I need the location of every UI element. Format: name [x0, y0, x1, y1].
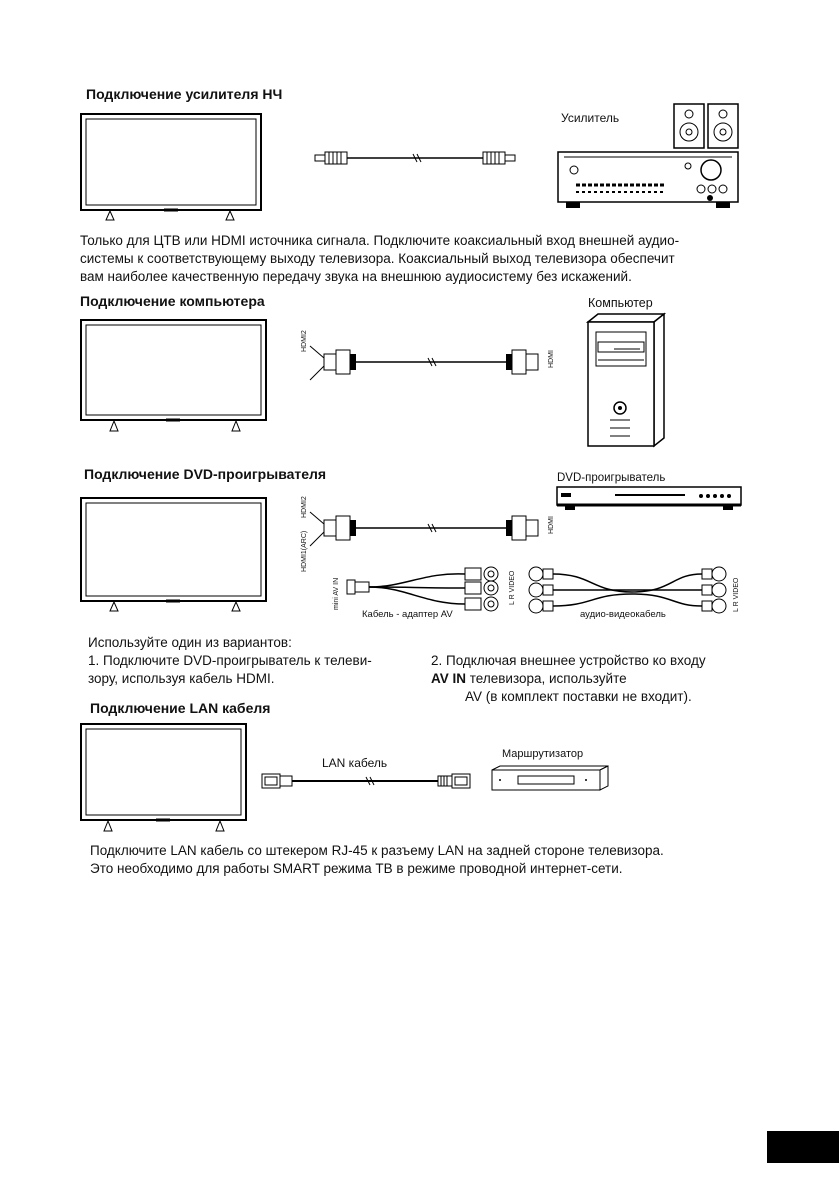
section-heading-dvd: Подключение DVD-проигрывателя: [84, 466, 327, 482]
computer-label: Компьютер: [588, 296, 653, 310]
router-icon: [491, 765, 609, 791]
av-cable-icon: [528, 566, 727, 614]
tv-illustration: [80, 113, 262, 221]
option-2-line-2-rest: телевизора, используйте: [466, 671, 627, 686]
hdmi-cable-icon: [309, 511, 539, 547]
section-heading-pc: Подключение компьютера: [80, 293, 265, 309]
av-cable-label: аудио-видеокабель: [580, 609, 666, 620]
av-adapter-cable-icon: [346, 566, 499, 612]
dvd-player-icon: [556, 486, 742, 510]
option-1-line-2: зору, используя кабель HDMI.: [88, 671, 275, 686]
option-1-line-1: 1. Подключите DVD-проигрыватель к телеви…: [88, 653, 372, 668]
port-label-hdmi1-arc: HDMI1(ARC): [301, 530, 308, 572]
tv-illustration: [80, 319, 267, 432]
section-heading-amp: Подключение усилителя НЧ: [86, 86, 283, 102]
section-heading-lan: Подключение LAN кабеля: [90, 700, 271, 716]
adapter-cable-label: Кабель - адаптер AV: [362, 609, 453, 620]
tv-illustration: [80, 497, 267, 612]
option-2-line-3: AV (в комплект поставки не входит).: [465, 689, 692, 704]
coaxial-cable-icon: [314, 151, 516, 165]
mini-av-in-label: mini AV IN: [333, 577, 340, 610]
amplifier-label: Усилитель: [561, 111, 620, 125]
options-title: Используйте один из вариантов:: [88, 635, 292, 650]
hdmi-cable-icon: [309, 345, 539, 381]
lan-text-line-2: Это необходимо для работы SMART режима Т…: [90, 861, 623, 876]
lr-video-label: L R VIDEO: [509, 570, 516, 605]
dvd-player-label: DVD-проигрыватель: [557, 472, 666, 484]
amp-text-line-2: системы к соответствующему выходу телеви…: [80, 251, 675, 266]
amplifier-icon: [557, 103, 739, 208]
amp-text-line-1: Только для ЦТВ или HDMI источника сигнал…: [80, 233, 680, 248]
amp-text-line-3: вам наиболее качественную передачу звука…: [80, 269, 632, 284]
lan-cable-label: LAN кабель: [322, 756, 388, 770]
router-label: Маршрутизатор: [502, 748, 584, 760]
page-number-tab: [767, 1131, 839, 1163]
lan-cable-icon: [261, 773, 471, 789]
lan-text-line-1: Подключите LAN кабель со штекером RJ-45 …: [90, 843, 664, 858]
option-2-line-1: 2. Подключая внешнее устройство ко входу: [431, 653, 706, 668]
port-label-hdmi2: HDMI2: [301, 496, 308, 518]
computer-tower-icon: [585, 312, 667, 448]
tv-illustration: [80, 723, 247, 832]
av-in-label: AV IN: [431, 671, 467, 686]
port-label-hdmi2: HDMI2: [301, 330, 308, 352]
option-2-line-2: AV IN телевизора, используйте: [431, 670, 627, 688]
